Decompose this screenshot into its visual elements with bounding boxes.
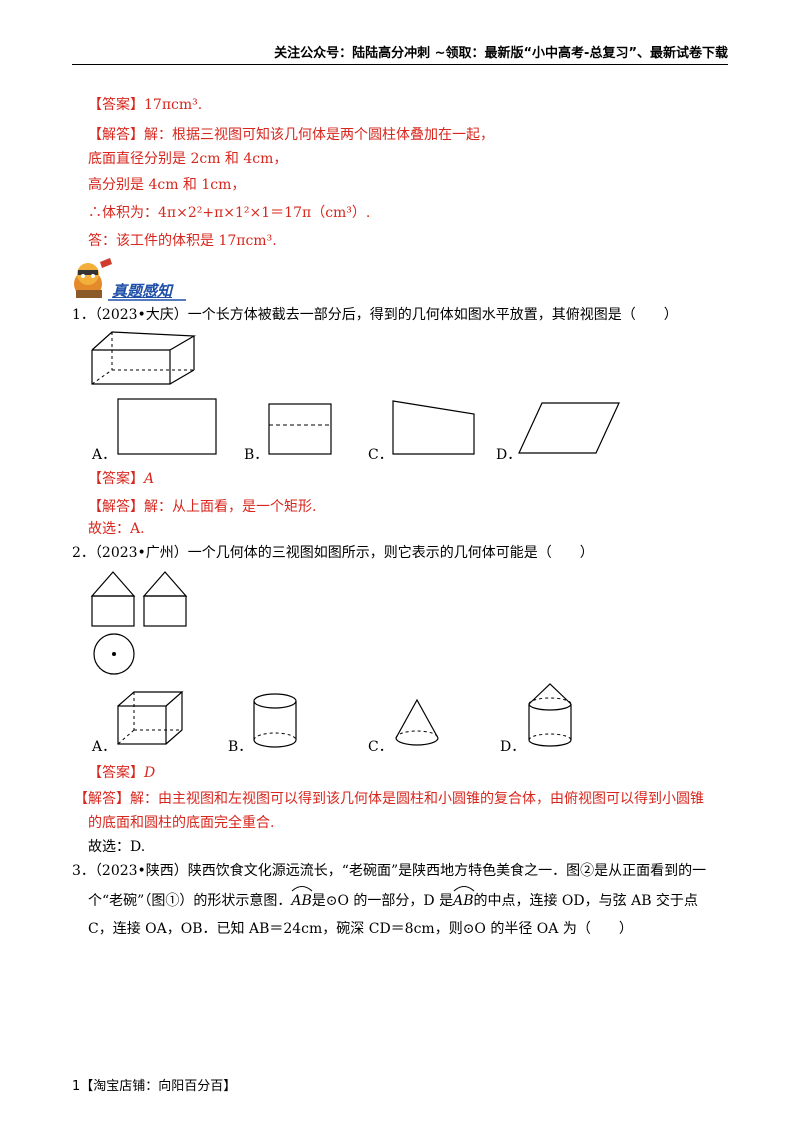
prev-line2: 底面直径分别是 2cm 和 4cm， bbox=[88, 151, 288, 167]
jieda-text: 解：根据三视图可知该几何体是两个圆柱体叠加在一起， bbox=[144, 127, 494, 143]
arc-symbol bbox=[453, 886, 475, 892]
title-underline bbox=[108, 299, 186, 301]
q1-option-a-figure bbox=[117, 398, 217, 455]
answer-value: 17πcm³. bbox=[144, 97, 203, 113]
prev-line5: 答：该工件的体积是 17πcm³. bbox=[88, 233, 277, 249]
page-header: 关注公众号：陆陆高分冲刺 ~领取：最新版“小中高考-总复习”、最新试卷下载 bbox=[72, 44, 728, 65]
q2-jieda-line1: 【解答】解：由主视图和左视图可以得到该几何体是圆柱和小圆锥的复合体，由俯视图可以… bbox=[74, 788, 704, 810]
prev-line4: ∴体积为：4π×2²+π×1²×1＝17π（cm³）. bbox=[88, 205, 371, 221]
q2-stem: 2．（2023•广州）一个几何体的三视图如图所示，则它表示的几何体可能是（ ） bbox=[72, 545, 594, 561]
jieda-label: 【解答】 bbox=[88, 499, 144, 515]
q3-line2-c: 的中点，连接 OD，与弦 AB 交于点 bbox=[473, 893, 698, 909]
jieda-text: 解：由主视图和左视图可以得到该几何体是圆柱和小圆锥的复合体，由俯视图可以得到小圆… bbox=[130, 791, 704, 807]
q1-solid-figure bbox=[91, 331, 197, 385]
jieda-text: 解：从上面看，是一个矩形. bbox=[144, 499, 317, 515]
jieda-label: 【解答】 bbox=[74, 791, 130, 807]
arc-label: AB bbox=[291, 893, 312, 909]
q3-line2-a: 个“老碗”（图①）的形状示意图． bbox=[88, 893, 292, 909]
prev-line3: 高分别是 4cm 和 1cm， bbox=[88, 177, 246, 193]
answer-label: 【答案】 bbox=[88, 471, 144, 487]
q1-jieda: 【解答】解：从上面看，是一个矩形. bbox=[88, 496, 316, 518]
q3-line3: C，连接 OA，OB．已知 AB＝24cm，碗深 CD＝8cm，则⊙O 的半径 … bbox=[88, 921, 633, 937]
q1-option-d-label: D． bbox=[496, 447, 522, 463]
q2-front-view bbox=[90, 571, 136, 627]
arc-ab-1: AB bbox=[291, 886, 313, 912]
jieda-label: 【解答】 bbox=[88, 127, 144, 143]
answer-value: D bbox=[144, 765, 156, 781]
q1-stem: 1．（2023•大庆）一个长方体被截去一部分后，得到的几何体如图水平放置，其俯视… bbox=[72, 307, 678, 323]
mascot-icon bbox=[74, 258, 112, 298]
q1-answer: 【答案】A bbox=[88, 468, 154, 490]
q1-option-b-label: B． bbox=[244, 447, 269, 463]
arc-symbol bbox=[291, 886, 313, 892]
prev-jieda-line1: 【解答】解：根据三视图可知该几何体是两个圆柱体叠加在一起， bbox=[88, 124, 494, 146]
answer-value: A bbox=[144, 471, 155, 487]
q1-option-d-figure bbox=[518, 402, 620, 454]
q2-option-b-label: B． bbox=[228, 739, 253, 755]
arc-label: AB bbox=[453, 893, 474, 909]
q3-line2-b: 是⊙O 的一部分，D 是 bbox=[311, 893, 454, 909]
q1-option-c-figure bbox=[392, 400, 475, 455]
q2-choose: 故选：D. bbox=[88, 839, 146, 855]
answer-label: 【答案】 bbox=[88, 97, 144, 113]
q2-option-d-figure bbox=[528, 683, 572, 747]
q2-option-d-label: D． bbox=[500, 739, 526, 755]
q3-line1: 3．（2023•陕西）陕西饮食文化源远流长，“老碗面”是陕西地方特色美食之一．图… bbox=[72, 863, 707, 879]
arc-ab-2: AB bbox=[453, 886, 475, 912]
q1-option-a-label: A． bbox=[92, 447, 117, 463]
q2-option-b-figure bbox=[253, 693, 297, 748]
q2-left-view bbox=[142, 571, 188, 627]
page-footer: 1【淘宝店铺：向阳百分百】 bbox=[72, 1079, 237, 1094]
answer-label: 【答案】 bbox=[88, 765, 144, 781]
q1-option-b-figure bbox=[268, 403, 332, 455]
section-title: 真题感知 bbox=[112, 282, 173, 300]
q2-option-c-label: C． bbox=[368, 739, 393, 755]
q2-jieda-line2: 的底面和圆柱的底面完全重合. bbox=[88, 815, 275, 831]
q1-choose: 故选：A. bbox=[88, 521, 145, 537]
prev-answer-line: 【答案】17πcm³. bbox=[88, 94, 202, 116]
q2-option-a-label: A． bbox=[92, 739, 117, 755]
q2-option-c-figure bbox=[395, 698, 439, 746]
q2-option-a-figure bbox=[117, 691, 184, 745]
q2-answer: 【答案】D bbox=[88, 762, 155, 784]
q2-top-view bbox=[93, 633, 135, 675]
q1-option-c-label: C． bbox=[368, 447, 393, 463]
